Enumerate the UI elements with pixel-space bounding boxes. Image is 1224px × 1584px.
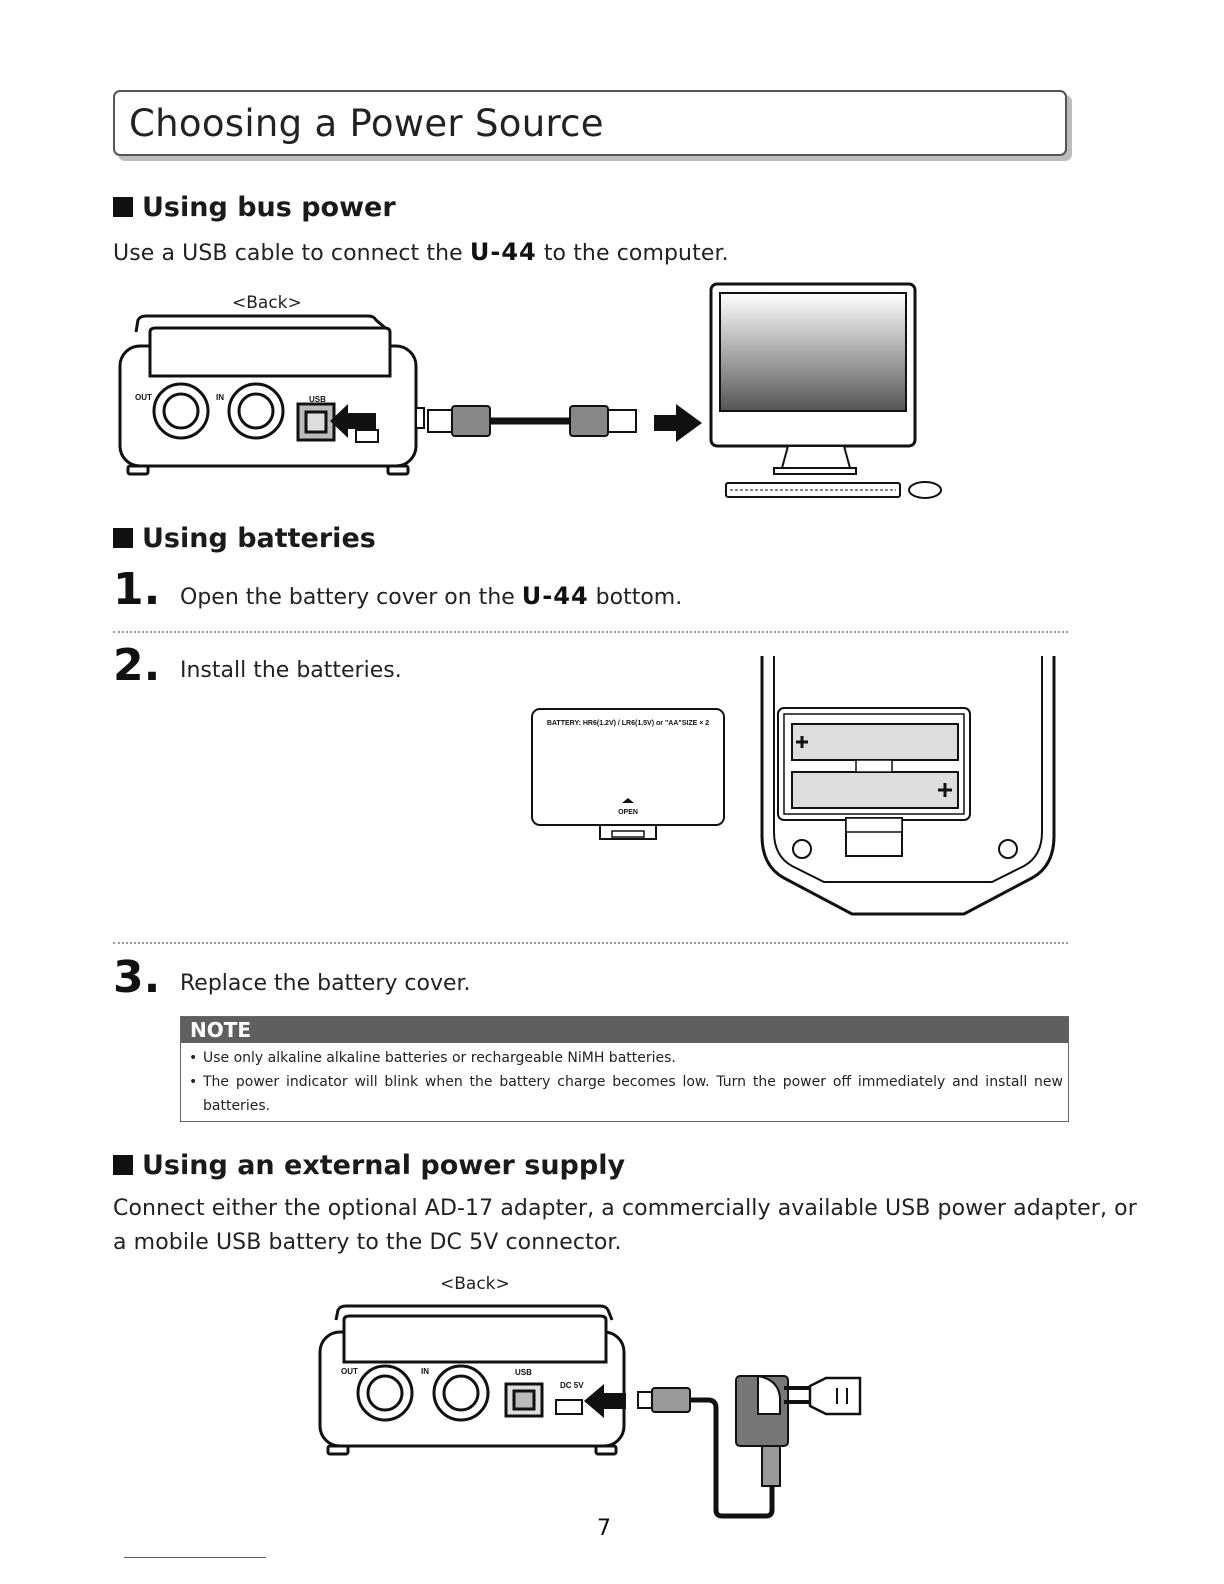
bus-power-illustration: OUT IN USB (118, 282, 942, 499)
back-label: <Back> (232, 293, 302, 313)
step-divider (113, 942, 1068, 944)
step-1-text: Open the battery cover on the U-44 botto… (180, 582, 683, 610)
step-number: 2. (113, 640, 161, 691)
note-bullet: • (189, 1050, 198, 1066)
model-name: U-44 (521, 582, 589, 610)
page-number: 7 (597, 1516, 611, 1541)
right-arrow-icon (654, 404, 702, 442)
plus-icon (938, 783, 952, 797)
battery-cover-illustration: BATTERY: HR6(1.2V) / LR6(1.5V) or "AA"SI… (531, 708, 725, 840)
step-2-text: Install the batteries. (180, 658, 402, 683)
wall-outlet (808, 1376, 862, 1416)
note-box: NOTE • Use only alkaline alkaline batter… (180, 1016, 1069, 1122)
section-heading-external-power: Using an external power supply (113, 1150, 625, 1181)
page-title-box: Choosing a Power Source (113, 90, 1067, 156)
open-arrow-icon (622, 798, 634, 803)
usb-port-label: USB (309, 395, 326, 404)
bus-power-instruction: Use a USB cable to connect the U-44 to t… (113, 238, 729, 266)
battery-cell (791, 771, 959, 809)
insert-arrow-icon (330, 404, 376, 438)
note-heading: NOTE (181, 1017, 1068, 1043)
computer-illustration (709, 282, 942, 499)
page-title: Choosing a Power Source (129, 102, 604, 145)
out-port-label: OUT (341, 1367, 358, 1376)
step-number: 1. (113, 564, 161, 615)
external-power-line-1: Connect either the optional AD-17 adapte… (113, 1196, 1137, 1221)
square-bullet-icon (113, 1155, 133, 1175)
note-item: Use only alkaline alkaline batteries or … (203, 1050, 676, 1066)
step-number: 3. (113, 952, 161, 1003)
square-bullet-icon (113, 528, 133, 548)
plus-icon (796, 736, 808, 748)
section-heading-batteries: Using batteries (113, 523, 376, 554)
insert-arrow-icon (584, 1384, 626, 1418)
open-label: OPEN (618, 809, 638, 816)
note-bullet: • (189, 1074, 198, 1090)
adapter-cable (637, 1374, 862, 1519)
back-label: <Back> (440, 1274, 510, 1294)
step-3-text: Replace the battery cover. (180, 971, 471, 996)
out-port-label: OUT (135, 393, 152, 402)
in-port-label: IN (421, 1367, 429, 1376)
model-name: U-44 (469, 238, 537, 266)
usb-cable (427, 405, 637, 437)
note-item: The power indicator will blink when the … (203, 1074, 1063, 1114)
battery-compartment-illustration (760, 656, 1056, 916)
external-power-illustration: OUT IN USB DC 5V (318, 1304, 862, 1519)
square-bullet-icon (113, 197, 133, 217)
in-port-label: IN (216, 393, 224, 402)
external-power-line-2: a mobile USB battery to the DC 5V connec… (113, 1230, 622, 1255)
section-heading-bus-power: Using bus power (113, 192, 396, 223)
footer-rule (124, 1557, 266, 1558)
device-back-panel (118, 314, 425, 476)
battery-spec-label: BATTERY: HR6(1.2V) / LR6(1.5V) or "AA"SI… (547, 720, 709, 727)
device-back-panel (318, 1304, 626, 1456)
usb-port-label: USB (515, 1368, 532, 1377)
step-divider (113, 631, 1068, 633)
dc-port-label: DC 5V (560, 1381, 584, 1390)
battery-cell (791, 723, 959, 761)
